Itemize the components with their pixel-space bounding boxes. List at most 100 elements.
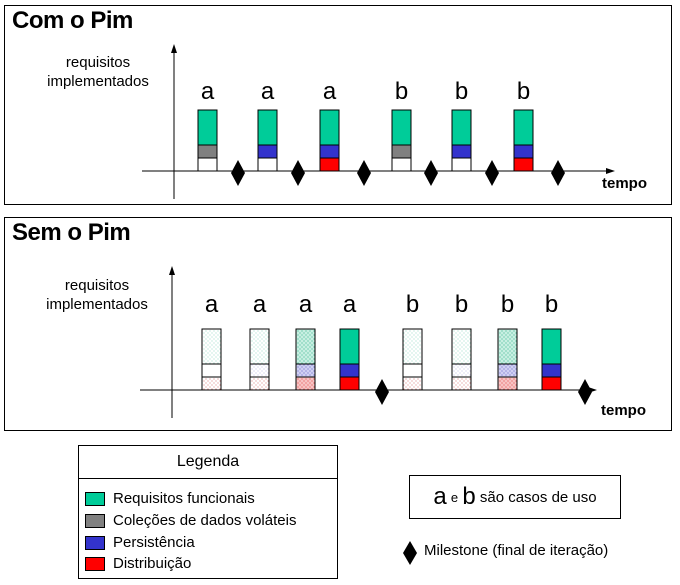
legend-label: Requisitos funcionais	[113, 490, 255, 507]
bar-segment-f-more	[497, 328, 518, 365]
bar-segment-functional	[319, 109, 340, 146]
legend-swatch	[85, 536, 105, 550]
iteration-bar	[249, 328, 270, 391]
iteration-bar	[319, 109, 340, 172]
bar-segment-d-partial	[402, 376, 423, 391]
use-case-text: são casos de uso	[479, 489, 597, 506]
use-case-label: a	[342, 291, 357, 318]
bar-segment-p-empty	[201, 363, 222, 378]
legend-swatch	[85, 514, 105, 528]
use-case-label: b	[405, 291, 420, 318]
bar-segment-empty	[391, 157, 412, 172]
legend-swatch	[85, 557, 105, 571]
bar-segment-persistence	[513, 144, 534, 159]
use-case-label: a	[204, 291, 219, 318]
use-case-label: a	[298, 291, 313, 318]
x-axis-arrow-icon	[606, 168, 615, 174]
bar-segment-distribution	[339, 376, 360, 391]
use-case-label: b	[544, 291, 559, 318]
bar-segment-d-more	[295, 376, 316, 391]
use-case-a: a	[433, 483, 447, 510]
bar-segment-p-more	[295, 363, 316, 378]
milestone-diamond-icon	[551, 160, 565, 186]
panel-title: Sem o Pim	[12, 219, 131, 246]
use-case-label: a	[322, 78, 337, 105]
y-axis-arrow-icon	[169, 266, 175, 275]
bar-segment-d-partial	[201, 376, 222, 391]
bar-segment-p-empty	[402, 363, 423, 378]
bar-segment-f-partial	[402, 328, 423, 365]
iteration-bar	[197, 109, 218, 172]
bar-segment-f-partial	[201, 328, 222, 365]
use-case-label: b	[454, 78, 469, 105]
milestone-diamond-icon	[357, 160, 371, 186]
bar-segment-distribution	[319, 157, 340, 172]
bar-segment-f-partial	[249, 328, 270, 365]
x-axis-label: tempo	[602, 175, 647, 192]
y-axis-label: requisitos implementados	[38, 53, 158, 91]
bar-segment-functional	[391, 109, 412, 146]
milestone-diamond-icon	[403, 541, 417, 565]
bar-segment-p-partial	[249, 363, 270, 378]
milestone-legend-label: Milestone (final de iteração)	[424, 542, 609, 559]
bar-segment-volatile	[197, 144, 218, 159]
y-axis-label: requisitos implementados	[35, 276, 159, 314]
use-case-label: b	[394, 78, 409, 105]
y-axis-arrow-icon	[171, 44, 177, 53]
bar-segment-persistence	[319, 144, 340, 159]
y-axis-label-line2: implementados	[46, 296, 148, 313]
milestone-diamond-icon	[424, 160, 438, 186]
legend-label: Persistência	[113, 534, 195, 551]
use-case-b: b	[462, 483, 476, 510]
legend: Legenda Requisitos funcionais Coleções d…	[78, 445, 338, 579]
timeline-diagram	[140, 266, 597, 418]
panel-title: Com o Pim	[12, 7, 133, 34]
bar-segment-empty	[197, 157, 218, 172]
milestone-diamond-icon	[485, 160, 499, 186]
timeline-diagram	[142, 44, 615, 199]
bar-segment-functional	[451, 109, 472, 146]
legend-label: Distribuição	[113, 555, 192, 572]
y-axis-label-line2: implementados	[47, 73, 149, 90]
bar-segment-f-partial	[451, 328, 472, 365]
use-case-label: a	[260, 78, 275, 105]
iteration-bar	[257, 109, 278, 172]
iteration-bar	[201, 328, 222, 391]
bar-segment-volatile	[391, 144, 412, 159]
iteration-bar	[402, 328, 423, 391]
iteration-bar	[513, 109, 534, 172]
milestone-diamond-icon	[375, 379, 389, 405]
bar-segment-persistence	[257, 144, 278, 159]
bar-segment-persistence	[451, 144, 472, 159]
use-case-label: b	[454, 291, 469, 318]
panel-without-pim: Sem o Pim requisitos implementados tempo…	[4, 217, 672, 431]
iteration-bar	[541, 328, 562, 391]
milestone-diamond-icon	[231, 160, 245, 186]
legend-title: Legenda	[79, 446, 337, 479]
x-axis-label: tempo	[601, 402, 646, 419]
bar-segment-f-more	[295, 328, 316, 365]
use-case-label: a	[200, 78, 215, 105]
iteration-bar	[451, 328, 472, 391]
legend-label: Coleções de dados voláteis	[113, 512, 297, 529]
bar-segment-persistence	[339, 363, 360, 378]
panel-with-pim: Com o Pim requisitos implementados tempo…	[4, 5, 672, 205]
bar-segment-functional	[339, 328, 360, 365]
bar-segment-empty	[257, 157, 278, 172]
bar-segment-d-partial	[249, 376, 270, 391]
use-case-conjunction: e	[450, 490, 459, 505]
bar-segment-d-partial	[451, 376, 472, 391]
iteration-bar	[497, 328, 518, 391]
bar-segment-functional	[197, 109, 218, 146]
bar-segment-distribution	[513, 157, 534, 172]
milestone-diamond-icon	[578, 379, 592, 405]
iteration-bar	[339, 328, 360, 391]
iteration-bar	[451, 109, 472, 172]
bar-segment-functional	[541, 328, 562, 365]
bar-segment-p-partial	[451, 363, 472, 378]
bar-segment-d-more	[497, 376, 518, 391]
use-case-note: a e b são casos de uso	[409, 475, 621, 519]
y-axis-label-line1: requisitos	[64, 277, 130, 294]
bar-segment-persistence	[541, 363, 562, 378]
iteration-bar	[295, 328, 316, 391]
